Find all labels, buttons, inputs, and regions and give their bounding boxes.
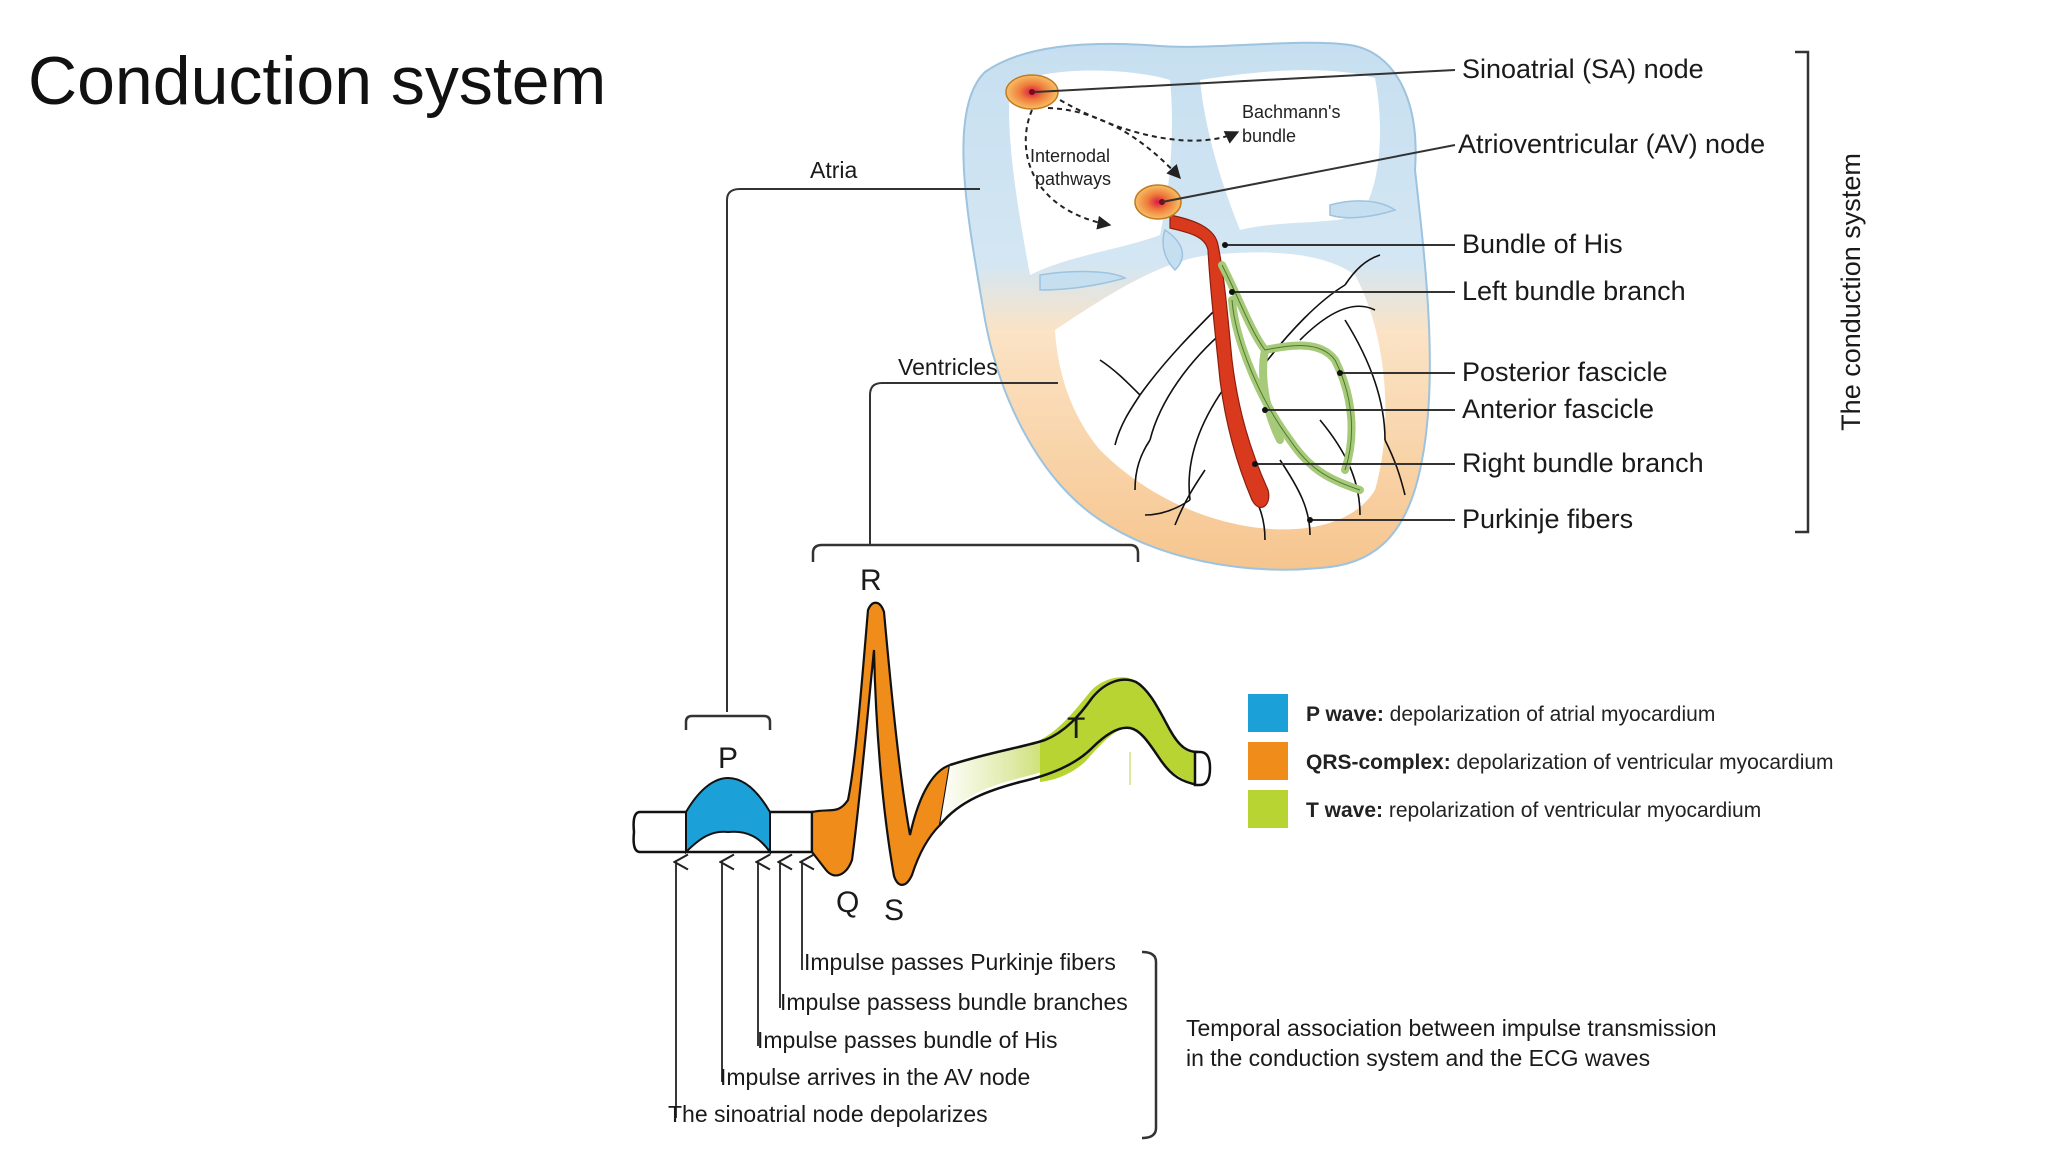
internodal-label-2: pathways bbox=[1035, 169, 1111, 189]
impulse-bracket bbox=[1141, 950, 1158, 1140]
wave-label-q: Q bbox=[836, 886, 859, 919]
label-anterior-fascicle: Anterior fascicle bbox=[1462, 394, 1654, 424]
wave-label-s: S bbox=[884, 894, 904, 927]
impulse-label-av-node: Impulse arrives in the AV node bbox=[720, 1064, 1030, 1090]
legend-item-p: P wave: depolarization of atrial myocard… bbox=[1306, 703, 1715, 726]
label-av-node: Atrioventricular (AV) node bbox=[1458, 129, 1765, 159]
impulse-label-purkinje: Impulse passes Purkinje fibers bbox=[804, 949, 1116, 975]
slide-title: Conduction system bbox=[28, 43, 607, 119]
purkinje-fibers bbox=[1099, 254, 1406, 541]
label-right-bundle: Right bundle branch bbox=[1462, 448, 1704, 478]
legend-item-t: T wave: repolarization of ventricular my… bbox=[1306, 799, 1761, 822]
legend: P wave: depolarization of atrial myocard… bbox=[1248, 694, 1834, 828]
label-left-bundle: Left bundle branch bbox=[1462, 276, 1686, 306]
legend-item-qrs: QRS-complex: depolarization of ventricul… bbox=[1306, 751, 1834, 774]
qrs-complex bbox=[810, 601, 952, 886]
conduction-system-bracket bbox=[1795, 50, 1810, 534]
legend-swatch-p bbox=[1248, 694, 1288, 732]
right-atrium-cavity bbox=[1009, 70, 1172, 276]
temporal-label-2: in the conduction system and the ECG wav… bbox=[1186, 1045, 1650, 1071]
av-node bbox=[1134, 184, 1182, 220]
ecg-trace bbox=[632, 601, 1212, 886]
label-sa-node: Sinoatrial (SA) node bbox=[1462, 54, 1704, 84]
p-wave bbox=[685, 776, 771, 856]
label-posterior-fascicle: Posterior fascicle bbox=[1462, 357, 1668, 387]
p-bracket bbox=[684, 714, 772, 730]
impulse-label-bundle-branches: Impulse passess bundle branches bbox=[780, 989, 1128, 1015]
qrs-bracket bbox=[811, 543, 1140, 562]
heart-leader-lines bbox=[1034, 69, 1456, 521]
wave-label-t: T bbox=[1067, 712, 1085, 745]
ventricles-label: Ventricles bbox=[898, 354, 998, 380]
internodal-pathways bbox=[1024, 99, 1240, 230]
heart-illustration: Bachmann's bundle Internodal pathways bbox=[962, 41, 1431, 571]
legend-swatch-t bbox=[1248, 790, 1288, 828]
internodal-label-1: Internodal bbox=[1030, 146, 1110, 166]
wave-label-p: P bbox=[718, 742, 738, 775]
bachmann-label-2: bundle bbox=[1242, 126, 1296, 146]
atria-leader bbox=[726, 188, 980, 712]
legend-swatch-qrs bbox=[1248, 742, 1288, 780]
label-purkinje: Purkinje fibers bbox=[1462, 504, 1633, 534]
bachmann-label-1: Bachmann's bbox=[1242, 102, 1341, 122]
temporal-label-1: Temporal association between impulse tra… bbox=[1186, 1015, 1717, 1041]
conduction-system-label: The conduction system bbox=[1836, 153, 1866, 431]
ventricles-leader bbox=[869, 382, 1058, 545]
impulse-arrows bbox=[676, 862, 802, 1118]
label-bundle-his: Bundle of His bbox=[1462, 229, 1623, 259]
impulse-label-sa-node: The sinoatrial node depolarizes bbox=[668, 1101, 988, 1127]
impulse-label-bundle-his: Impulse passes bundle of His bbox=[757, 1027, 1057, 1053]
heart-dots bbox=[1222, 242, 1343, 523]
atria-label: Atria bbox=[810, 157, 858, 183]
left-atrium-cavity bbox=[1200, 70, 1380, 230]
wave-label-r: R bbox=[860, 564, 882, 597]
